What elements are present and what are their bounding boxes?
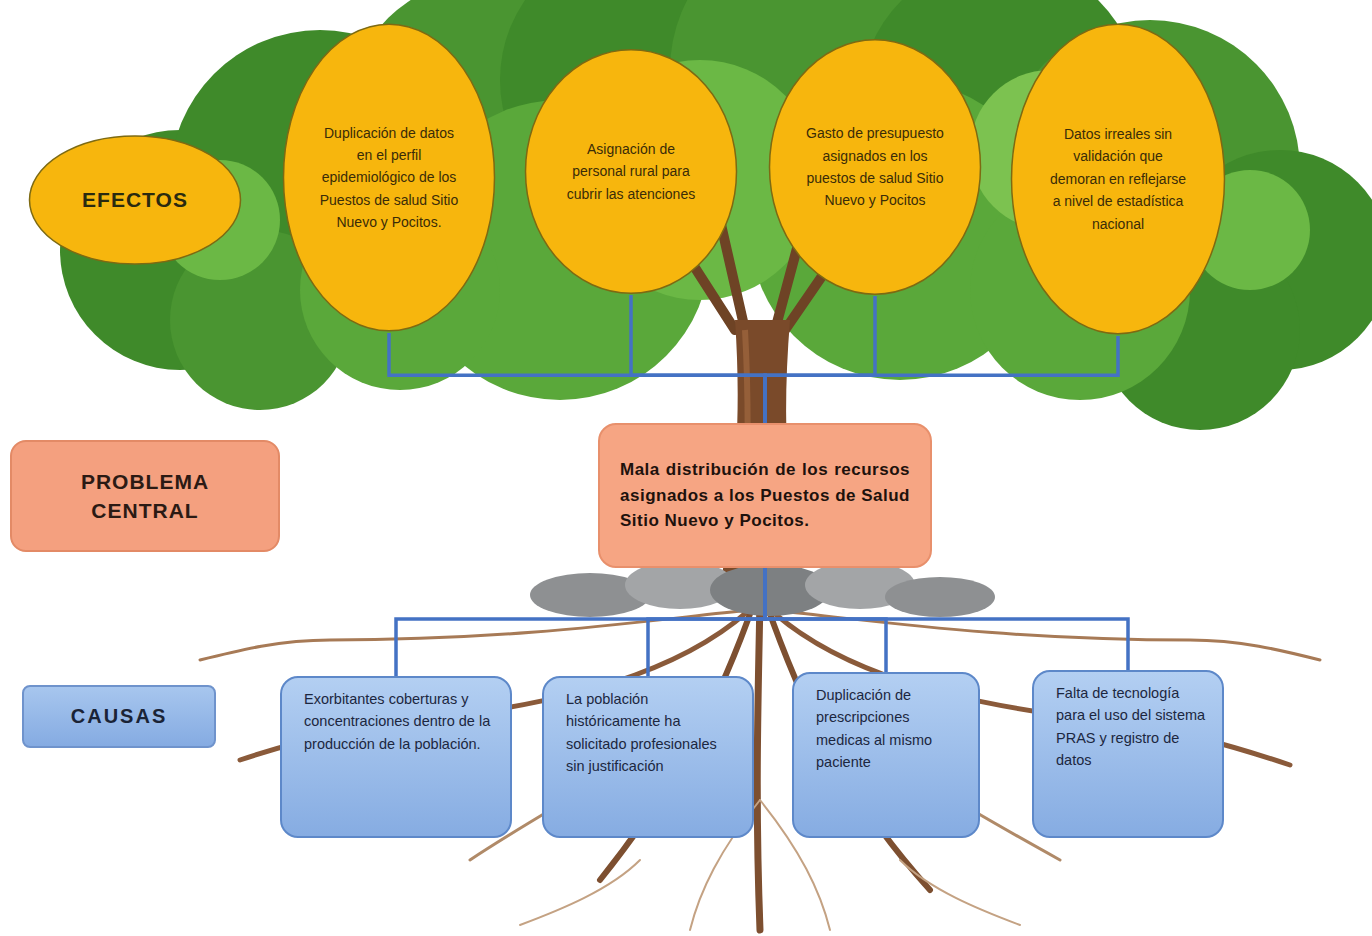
node-content: Mala distribución de los recursos asigna… bbox=[600, 425, 930, 566]
cause-box: Falta de tecnología para el uso del sist… bbox=[1032, 670, 1224, 838]
section-label: CAUSAS bbox=[22, 685, 216, 748]
effect-ellipse: Asignación de personal rural para cubrir… bbox=[524, 48, 738, 295]
tree-connector bbox=[631, 295, 765, 423]
node-text: Gasto de presupuesto asignados en los pu… bbox=[804, 122, 946, 212]
effect-ellipse: Datos irreales sin validación que demora… bbox=[1010, 22, 1226, 336]
node-content: Duplicación de datos en el perfil epidem… bbox=[282, 22, 496, 333]
node-content: Asignación de personal rural para cubrir… bbox=[524, 48, 738, 295]
node-content: La población históricamente ha solicitad… bbox=[544, 678, 752, 836]
node-text: PROBLEMA CENTRAL bbox=[70, 467, 220, 526]
node-content: Datos irreales sin validación que demora… bbox=[1010, 22, 1226, 336]
node-text: EFECTOS bbox=[82, 188, 188, 212]
cause-box: Exorbitantes coberturas y concentracione… bbox=[280, 676, 512, 838]
tree-connector bbox=[765, 336, 1118, 423]
cause-box: Duplicación de prescripciones medicas al… bbox=[792, 672, 980, 838]
tree-connector bbox=[765, 296, 875, 423]
node-text: CAUSAS bbox=[71, 705, 167, 728]
tree-roots bbox=[200, 600, 1320, 930]
node-text: Asignación de personal rural para cubrir… bbox=[560, 138, 702, 205]
node-content: EFECTOS bbox=[28, 135, 242, 265]
tree-rocks bbox=[530, 561, 995, 617]
node-text: La población históricamente ha solicitad… bbox=[566, 688, 736, 778]
node-content: Falta de tecnología para el uso del sist… bbox=[1034, 672, 1222, 836]
node-content: Gasto de presupuesto asignados en los pu… bbox=[768, 38, 982, 296]
node-content: PROBLEMA CENTRAL bbox=[12, 442, 278, 550]
ellipse-outline bbox=[768, 38, 982, 296]
node-content: CAUSAS bbox=[24, 687, 214, 746]
node-text: Datos irreales sin validación que demora… bbox=[1047, 123, 1189, 235]
node-text: Mala distribución de los recursos asigna… bbox=[620, 457, 910, 534]
node-text: Exorbitantes coberturas y concentracione… bbox=[304, 688, 494, 755]
tree-connector bbox=[648, 568, 765, 676]
node-text: Duplicación de datos en el perfil epidem… bbox=[318, 122, 460, 234]
cause-box: La población históricamente ha solicitad… bbox=[542, 676, 754, 838]
node-content: Duplicación de prescripciones medicas al… bbox=[794, 674, 978, 836]
problem-box: Mala distribución de los recursos asigna… bbox=[598, 423, 932, 568]
node-text: Falta de tecnología para el uso del sist… bbox=[1056, 682, 1206, 772]
node-content: Exorbitantes coberturas y concentracione… bbox=[282, 678, 510, 836]
tree-canopy bbox=[60, 0, 1372, 430]
section-label: PROBLEMA CENTRAL bbox=[10, 440, 280, 552]
tree-connector bbox=[765, 568, 1128, 670]
effect-ellipse: Gasto de presupuesto asignados en los pu… bbox=[768, 38, 982, 296]
tree-connector bbox=[396, 568, 765, 676]
section-label: EFECTOS bbox=[28, 135, 242, 265]
node-text: Duplicación de prescripciones medicas al… bbox=[816, 684, 962, 774]
effect-ellipse: Duplicación de datos en el perfil epidem… bbox=[282, 22, 496, 333]
tree-connector bbox=[389, 333, 765, 423]
